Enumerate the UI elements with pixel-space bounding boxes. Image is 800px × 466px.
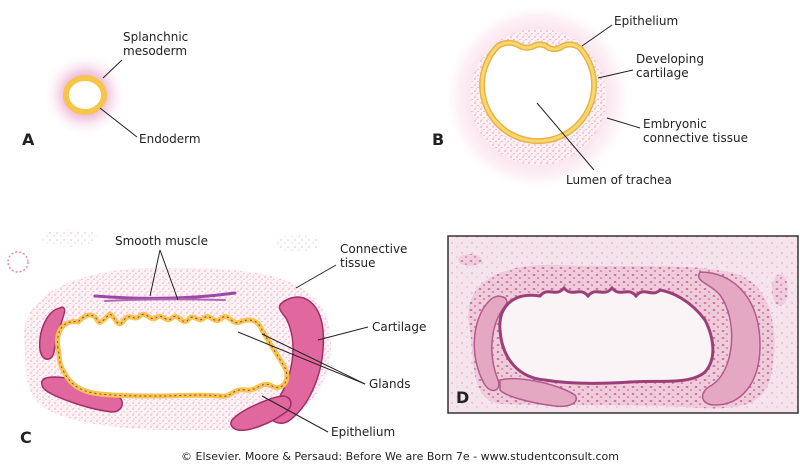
label-connective-tissue: Connective tissue (340, 242, 408, 270)
epithelium-c-outline (55, 311, 290, 399)
label-developing-cartilage: Developing cartilage (636, 52, 704, 80)
leader-glands-2 (261, 333, 366, 385)
panel-b-drawing (443, 2, 641, 192)
leader-connective-tissue (295, 264, 337, 289)
cartilage-bottom-right-shape (230, 395, 292, 432)
panel-a-drawing (43, 53, 138, 138)
label-epithelium-c: Epithelium (331, 425, 396, 439)
histology-cartilage-bottom (499, 377, 577, 408)
leader-epithelium-c (261, 395, 329, 433)
smooth-muscle-shape-2 (104, 298, 226, 302)
histology-cell-cluster (458, 254, 482, 266)
leader-lumen-of-trachea (536, 102, 595, 171)
panel-label-a: A (22, 130, 35, 149)
histology-cell-cluster (772, 274, 788, 306)
leader-cartilage (317, 326, 369, 341)
leader-smooth-muscle-1 (149, 249, 161, 297)
leader-splanchnic-mesoderm (102, 59, 123, 79)
histology-cartilage-left (473, 295, 508, 392)
panel-label-d: D (456, 388, 470, 407)
panel-c-drawing (7, 229, 369, 433)
panel-d-histology (447, 235, 799, 414)
leader-embryonic-connective-tissue (606, 117, 641, 129)
endoderm-ring-shape (63, 75, 107, 115)
panel-label-c: C (20, 428, 32, 447)
label-glands: Glands (369, 377, 411, 391)
cartilage-right-shape (268, 296, 325, 424)
stipple-fragment (276, 234, 320, 252)
leader-glands-1 (237, 331, 366, 385)
label-epithelium-b: Epithelium (614, 14, 679, 28)
label-endoderm: Endoderm (139, 132, 201, 146)
cartilage-left-shape (39, 306, 66, 360)
label-splanchnic-mesoderm: Splanchnic mesoderm (123, 30, 189, 58)
histology-cartilage-right (697, 271, 761, 406)
label-cartilage: Cartilage (372, 320, 427, 334)
stipple-fragment (7, 251, 29, 273)
panel-label-b: B (432, 130, 445, 149)
label-lumen-of-trachea: Lumen of trachea (566, 173, 672, 187)
leader-smooth-muscle-2 (159, 249, 179, 301)
copyright-notice: © Elsevier. Moore & Persaud: Before We a… (181, 450, 619, 463)
histology-lumen-shape (498, 285, 715, 385)
leader-endoderm (99, 107, 138, 138)
epithelium-b-ring (480, 41, 596, 143)
label-embryonic-connective-tissue: Embryonic connective tissue (643, 117, 748, 145)
leader-developing-cartilage (597, 69, 634, 79)
stipple-fragment (42, 229, 98, 247)
label-smooth-muscle: Smooth muscle (115, 234, 208, 248)
leader-epithelium-b (581, 24, 613, 47)
epithelium-c-inner (57, 313, 288, 397)
